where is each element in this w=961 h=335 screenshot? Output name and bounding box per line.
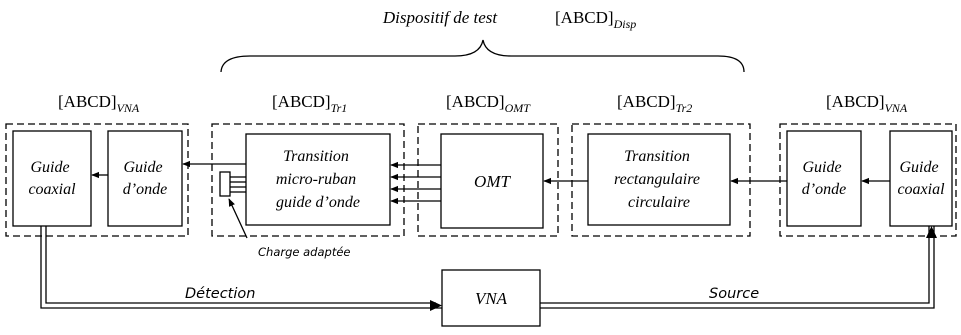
source-path-inner	[540, 226, 935, 309]
guide-coaxial-right-text: Guide coaxial	[897, 159, 945, 198]
detection-path-inner	[45, 226, 436, 304]
detection-arrowhead	[430, 300, 442, 311]
test-device-brace	[220, 39, 745, 73]
abcd-vna-right-label: [ABCD]VNA	[826, 92, 908, 115]
transition-tr1-text: Transition micro-ruban guide d’onde	[276, 148, 360, 211]
guide-onde-right-text: Guide d’onde	[802, 159, 846, 198]
vna-right-group-frame	[779, 123, 957, 237]
guide-coaxial-right-block	[889, 130, 953, 227]
source-arrowhead	[926, 226, 937, 238]
tr2-group-frame	[571, 123, 751, 237]
transition-tr1-block	[245, 133, 391, 226]
matched-load-pointer	[228, 198, 248, 239]
vna-text: VNA	[475, 289, 508, 308]
guide-coaxial-left-text: Guide coaxial	[28, 159, 76, 198]
guide-onde-right-block	[786, 130, 862, 227]
transition-tr2-block	[587, 133, 731, 226]
guide-coaxial-left-block	[12, 130, 92, 227]
vna-block	[441, 269, 541, 327]
detection-path	[40, 226, 442, 309]
tr1-group-frame	[211, 123, 405, 237]
transition-tr2-text: Transition rectangulaire circulaire	[614, 148, 704, 211]
abcd-disp-label: [ABCD]Disp	[555, 8, 636, 31]
detection-label: Détection	[185, 286, 255, 302]
omt-block	[440, 133, 544, 229]
omt-group-frame	[417, 123, 559, 237]
abcd-omt-label: [ABCD]OMT	[446, 92, 531, 115]
matched-load-label: Charge adaptée	[258, 245, 350, 259]
source-path	[540, 226, 930, 304]
abcd-vna-left-label: [ABCD]VNA	[58, 92, 140, 115]
test-device-label: Dispositif de test	[382, 8, 499, 27]
omt-text: OMT	[474, 172, 511, 191]
abcd-tr2-label: [ABCD]Tr2	[617, 92, 692, 115]
abcd-tr1-label: [ABCD]Tr1	[272, 92, 347, 115]
guide-onde-left-block	[107, 130, 183, 227]
vna-left-group-frame	[5, 123, 189, 237]
matched-load-symbol	[219, 171, 246, 197]
guide-onde-left-text: Guide d’onde	[123, 159, 167, 198]
source-label: Source	[709, 286, 759, 302]
